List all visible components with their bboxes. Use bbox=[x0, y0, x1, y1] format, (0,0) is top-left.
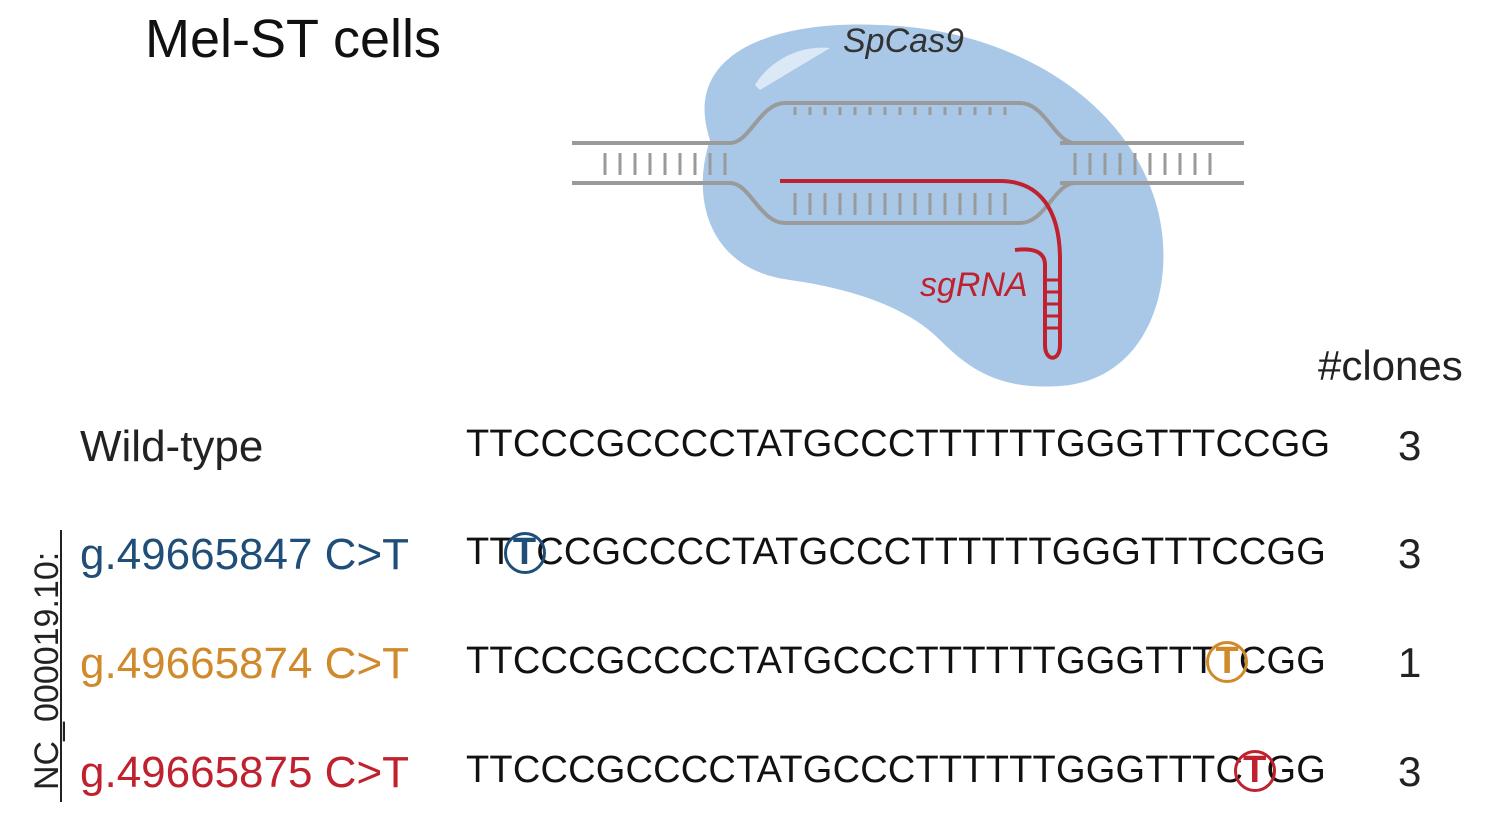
variant-row: g.49665875 C>T TTCCCGCCCCTATGCCCTTTTTTGGG… bbox=[0, 748, 1497, 811]
mutation-circle-marker bbox=[1233, 750, 1276, 792]
clone-count: 3 bbox=[1398, 530, 1422, 577]
wild-type-row: Wild-type TTCCCGCCCCTATGCCCTTTTTTGGGTTTCC… bbox=[0, 425, 1497, 485]
dna-bubble-top bbox=[700, 101, 1076, 145]
mutation-circle-marker bbox=[1206, 641, 1249, 683]
row-label: g.49665875 C>T bbox=[80, 748, 410, 797]
sgrna-hairpin-rungs bbox=[1046, 278, 1060, 330]
mutated-base: T bbox=[1206, 641, 1249, 683]
cas9-sgrna-schematic: SpCas9 sgRNA bbox=[572, 22, 1244, 387]
protein-highlight bbox=[755, 47, 830, 90]
clones-column-header: #clones bbox=[1318, 342, 1463, 389]
dna-bubble-bottom bbox=[700, 181, 1076, 225]
sgrna-strand bbox=[780, 179, 1062, 360]
guide-label: sgRNA bbox=[920, 266, 1028, 304]
row-sequence: TTCCCGCCCCTATGCCCTTTTTTGGGTTTCCGG bbox=[466, 423, 1331, 465]
mutated-base: T bbox=[503, 532, 546, 574]
mutated-base: T bbox=[1233, 750, 1276, 792]
clone-count: 3 bbox=[1398, 422, 1422, 469]
cas9-protein-blob bbox=[702, 24, 1164, 387]
base-pair-rungs bbox=[603, 107, 1212, 215]
reference-bracket-line bbox=[60, 530, 62, 802]
row-label: Wild-type bbox=[80, 422, 264, 471]
row-label: g.49665847 C>T bbox=[80, 530, 410, 579]
mutation-circle-marker bbox=[503, 532, 546, 574]
variant-row: g.49665874 C>T TTCCCGCCCCTATGCCCTTTTTTGGG… bbox=[0, 639, 1497, 702]
row-label: g.49665874 C>T bbox=[80, 639, 410, 688]
figure-title: Mel-ST cells bbox=[145, 9, 442, 69]
clone-count: 3 bbox=[1398, 748, 1422, 795]
protein-label: SpCas9 bbox=[843, 22, 964, 60]
clone-count: 1 bbox=[1398, 639, 1422, 686]
